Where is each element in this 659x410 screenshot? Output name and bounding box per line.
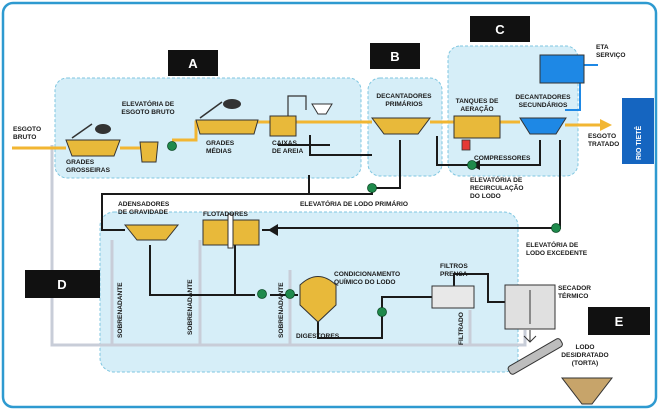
zone-b-badge: B	[370, 43, 420, 69]
digesters	[299, 276, 337, 323]
raw-sewage-pump-well	[139, 141, 159, 163]
compressors	[461, 139, 471, 151]
svg-text:E: E	[615, 314, 624, 329]
conveyor	[507, 338, 563, 375]
sludge-pump-2-icon	[285, 289, 295, 299]
sludge-pump-1-icon	[257, 289, 267, 299]
medium-screens-debris	[223, 99, 241, 109]
zone-c-badge: C	[470, 16, 530, 42]
coarse-screens-debris	[95, 124, 111, 134]
river-tiete	[622, 98, 654, 164]
svg-text:D: D	[57, 277, 66, 292]
zone-d-badge: D	[25, 270, 100, 298]
eta-box	[539, 54, 585, 84]
sludge-pump-3-icon	[377, 307, 387, 317]
gravity-thickeners	[123, 224, 180, 241]
label-compressors: COMPRESSORES	[474, 155, 531, 162]
raw-sewage-pump-icon	[167, 141, 177, 151]
eta-line	[565, 64, 598, 111]
pumps	[167, 141, 561, 317]
recirculation-pump-icon	[467, 160, 477, 170]
label-flotation-units: FLOTADORES	[203, 211, 249, 218]
label-primary-sludge-pump: ELEVATÓRIA DE LODO PRIMÁRIO	[300, 199, 408, 208]
label-river-tiete: RIO TIETÊ	[634, 125, 643, 160]
label-filtrate: FILTRADO	[458, 312, 465, 345]
svg-text:C: C	[495, 22, 505, 37]
filter-presses	[431, 285, 475, 309]
medium-screens	[195, 119, 259, 135]
grit-chambers	[269, 115, 297, 137]
label-supernatant-3: SOBRENADANTE	[278, 282, 285, 338]
treated-outflow-arrow	[600, 119, 612, 131]
medium-screens-rake	[199, 101, 223, 119]
excess-sludge-arrow	[268, 224, 278, 236]
label-supernatant-1: SOBRENADANTE	[117, 282, 124, 338]
flotation-units-column	[227, 213, 234, 249]
svg-text:A: A	[188, 56, 198, 71]
zone-e-badge: E	[588, 307, 650, 335]
grit-bucket	[311, 103, 333, 115]
primary-sludge-pump-icon	[367, 183, 377, 193]
zone-a-badge: A	[168, 50, 218, 76]
aeration-tanks	[453, 115, 501, 139]
coarse-screens	[65, 139, 121, 157]
excess-sludge-pump-icon	[551, 223, 561, 233]
label-digesters: DIGESTORES	[296, 333, 340, 340]
svg-text:B: B	[390, 49, 399, 64]
primary-clarifiers	[371, 117, 431, 135]
coarse-screens-rake	[71, 123, 93, 139]
dryer-output-arrow	[523, 330, 537, 343]
grit-crane	[287, 95, 307, 116]
label-supernatant-2: SOBRENADANTE	[187, 279, 194, 335]
dewatered-sludge-pile	[560, 377, 614, 405]
secondary-clarifiers	[519, 117, 567, 135]
